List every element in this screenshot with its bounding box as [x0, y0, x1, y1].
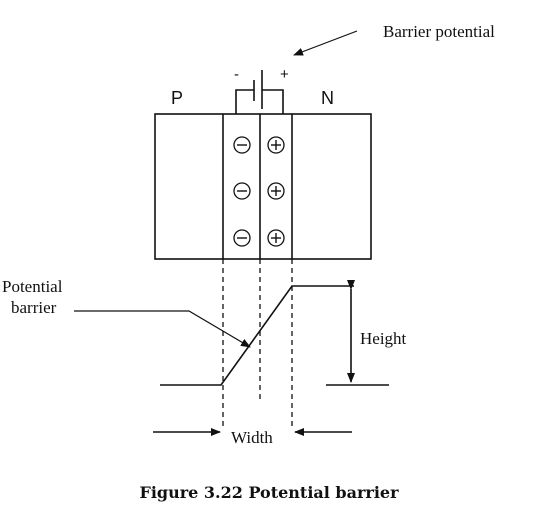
figure-caption: Figure 3.22 Potential barrier: [139, 483, 399, 502]
p-region-label: P: [171, 88, 183, 108]
potential-barrier-label-line2: barrier: [11, 298, 57, 317]
potential-barrier-leader-arrow: [74, 310, 251, 348]
pn-junction-block: [154, 113, 372, 260]
battery-positive-sign: +: [280, 66, 289, 83]
barrier-potential-label: Barrier potential: [383, 22, 495, 41]
n-region-label: N: [321, 88, 334, 108]
positive-ion: [267, 136, 285, 154]
negative-ion: [233, 182, 251, 200]
height-label: Height: [360, 329, 407, 348]
potential-barrier-label-line1: Potential: [2, 277, 63, 296]
width-label: Width: [231, 428, 273, 447]
negative-ion: [233, 136, 251, 154]
battery-symbol: [235, 70, 284, 114]
negative-ion: [233, 229, 251, 247]
positive-ion: [267, 182, 285, 200]
potential-profile-curve: [160, 285, 354, 386]
positive-ion: [267, 229, 285, 247]
battery-negative-sign: -: [234, 66, 239, 83]
barrier-potential-arrow: [293, 30, 358, 56]
